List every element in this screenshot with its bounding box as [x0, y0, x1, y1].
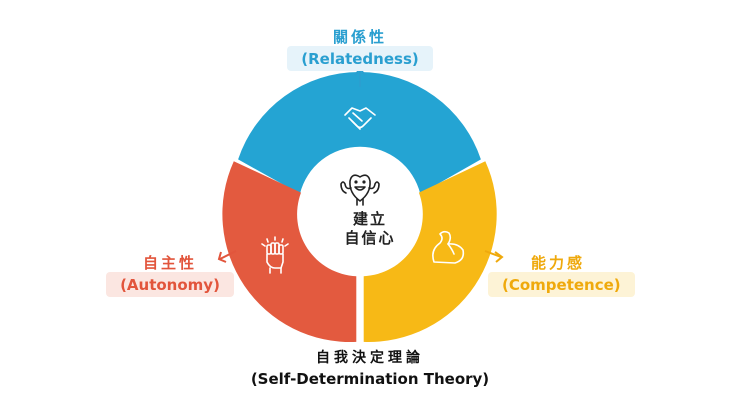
competence-label: 能力感 (Competence) — [488, 254, 635, 297]
diagram-title-zh: 自我決定理論 — [316, 350, 424, 366]
relatedness-label: 關係性 (Relatedness) — [275, 28, 445, 71]
relatedness-segment — [238, 71, 481, 194]
autonomy-label-zh: 自主性 — [142, 254, 197, 272]
arrow-right-icon — [484, 250, 504, 263]
relatedness-label-zh: 關係性 — [332, 28, 387, 46]
flexed-arm-icon — [432, 230, 465, 264]
diagram-title: 自我決定理論 (Self-Determination Theory) — [220, 348, 520, 390]
competence-segment — [363, 161, 497, 342]
relatedness-label-en: (Relatedness) — [301, 50, 419, 68]
diagram-title-en: (Self-Determination Theory) — [250, 370, 490, 388]
center-text: 建立 自信心 — [320, 210, 420, 248]
center-circle — [300, 155, 420, 275]
autonomy-segment — [222, 161, 357, 343]
center-text-line1: 建立 — [352, 210, 387, 228]
raised-fist-icon — [261, 236, 289, 274]
competence-label-en: (Competence) — [502, 276, 621, 294]
competence-label-zh: 能力感 — [530, 254, 585, 272]
handshake-icon — [344, 107, 376, 130]
center-text-line2: 自信心 — [344, 229, 396, 247]
relatedness-label-en-box: (Relatedness) — [287, 46, 433, 71]
competence-label-en-box: (Competence) — [488, 272, 635, 297]
arrow-left-icon — [217, 250, 237, 263]
autonomy-label-en: (Autonomy) — [120, 276, 220, 294]
autonomy-label: 自主性 (Autonomy) — [105, 254, 235, 297]
autonomy-label-en-box: (Autonomy) — [106, 272, 234, 297]
heart-mascot-icon — [340, 174, 380, 206]
